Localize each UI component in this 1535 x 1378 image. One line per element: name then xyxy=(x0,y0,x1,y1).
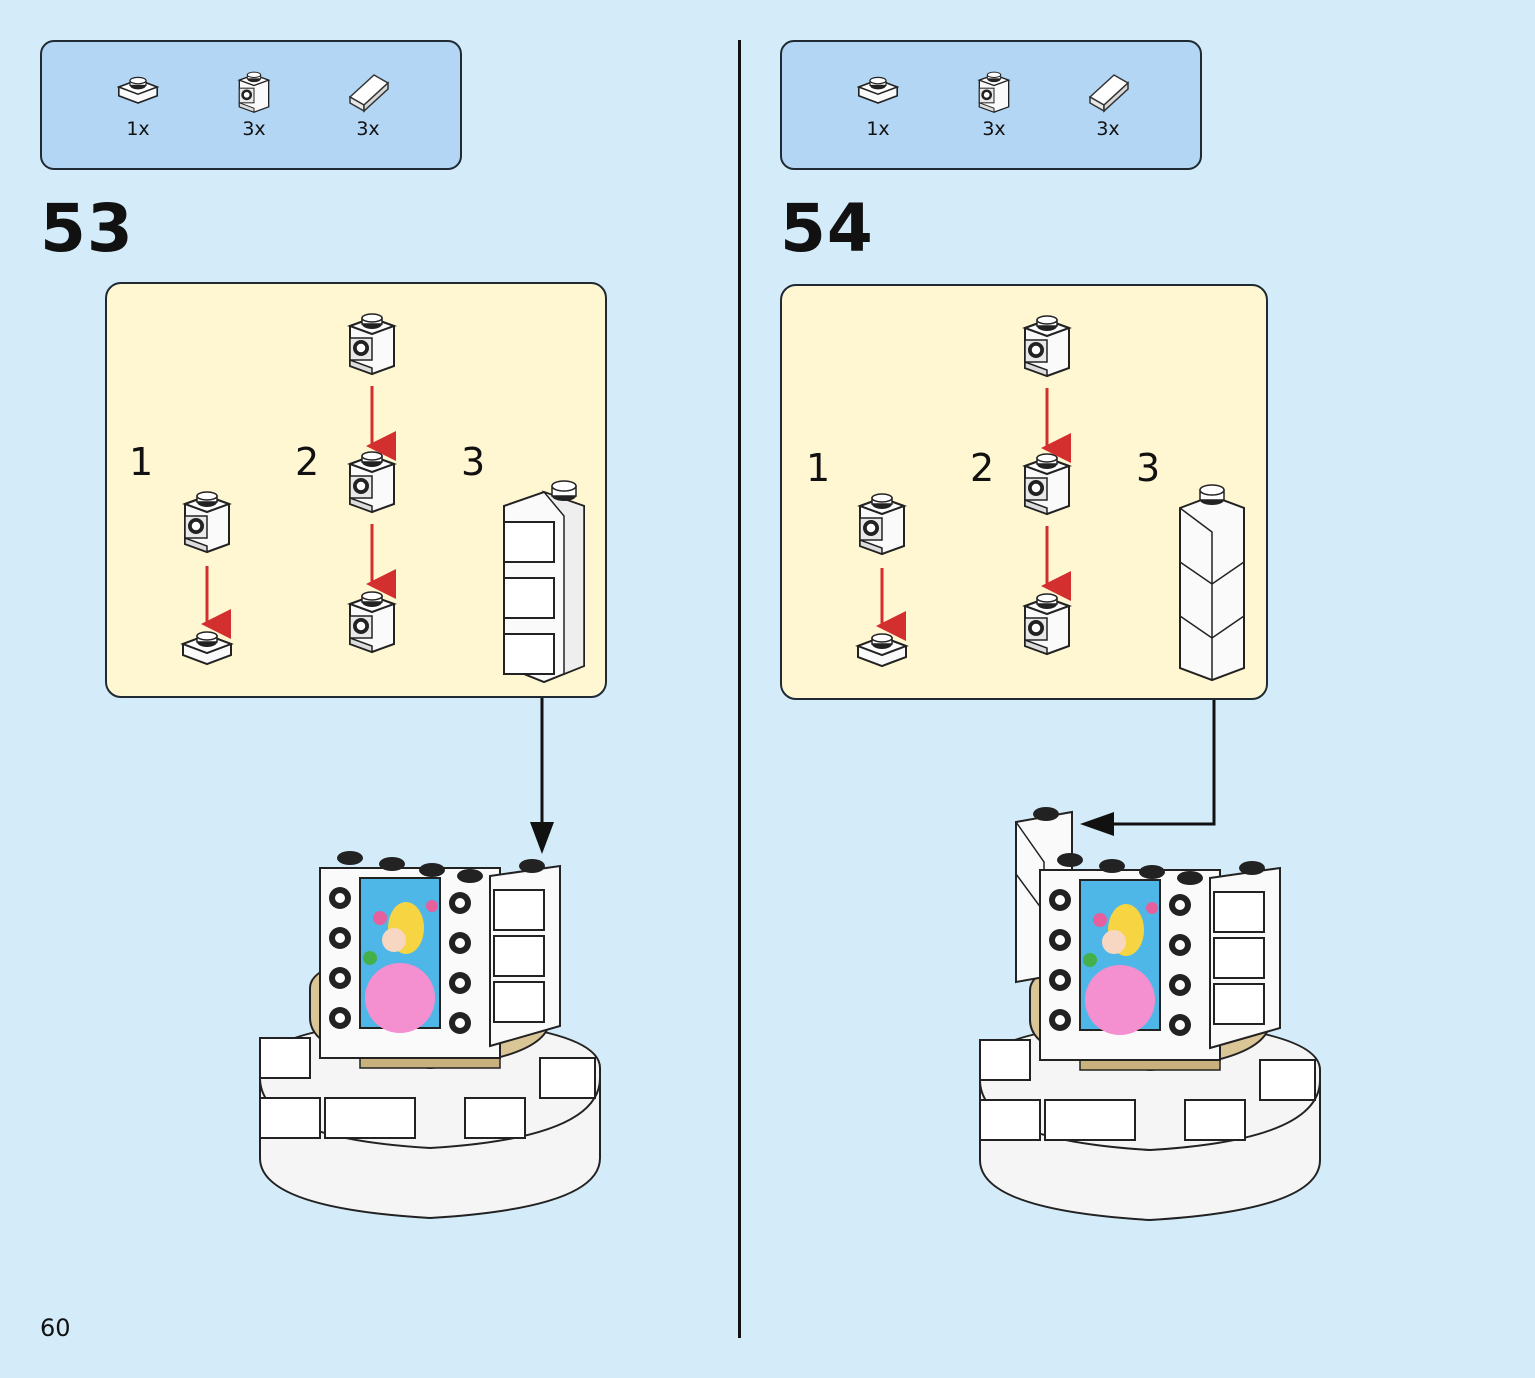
part-slope: 3x xyxy=(338,66,398,146)
part-slope: 3x xyxy=(1078,66,1138,146)
parts-list-step-53: 1x 3x 3x xyxy=(40,40,462,170)
plate-1x1-icon xyxy=(118,76,158,104)
step-number: 54 xyxy=(780,190,874,267)
part-qty: 1x xyxy=(866,118,890,140)
substep-illustration xyxy=(857,315,1245,681)
model-scene-54 xyxy=(979,700,1321,1221)
substep-box-53: 1 2 3 xyxy=(105,282,607,698)
model-scene-53 xyxy=(259,698,601,1219)
parts-list-step-54: 1x 3x 3x xyxy=(780,40,1202,170)
part-headlight: 3x xyxy=(964,66,1024,146)
part-qty: 3x xyxy=(356,118,380,140)
part-plate: 1x xyxy=(108,66,168,146)
step-number: 53 xyxy=(40,190,134,267)
part-qty: 3x xyxy=(242,118,266,140)
plate-1x1-icon xyxy=(857,76,899,104)
page-divider xyxy=(738,40,741,1338)
part-qty: 1x xyxy=(126,118,150,140)
part-plate: 1x xyxy=(848,66,908,146)
substep-label: 3 xyxy=(1136,446,1161,490)
substep-label: 1 xyxy=(806,446,831,490)
brick-headlight-icon xyxy=(978,71,1010,113)
page-number: 60 xyxy=(40,1314,71,1342)
substep-label: 1 xyxy=(129,440,154,484)
substep-label: 2 xyxy=(970,446,995,490)
substep-label: 3 xyxy=(461,440,486,484)
slope-tile-icon xyxy=(349,74,389,112)
slope-tile-icon xyxy=(1089,74,1129,112)
part-headlight: 3x xyxy=(224,66,284,146)
substep-box-54: 1 2 3 xyxy=(780,284,1268,700)
part-qty: 3x xyxy=(982,118,1006,140)
substep-label: 2 xyxy=(295,440,320,484)
substep-illustration xyxy=(182,313,585,683)
brick-headlight-icon xyxy=(238,71,270,113)
part-qty: 3x xyxy=(1096,118,1120,140)
